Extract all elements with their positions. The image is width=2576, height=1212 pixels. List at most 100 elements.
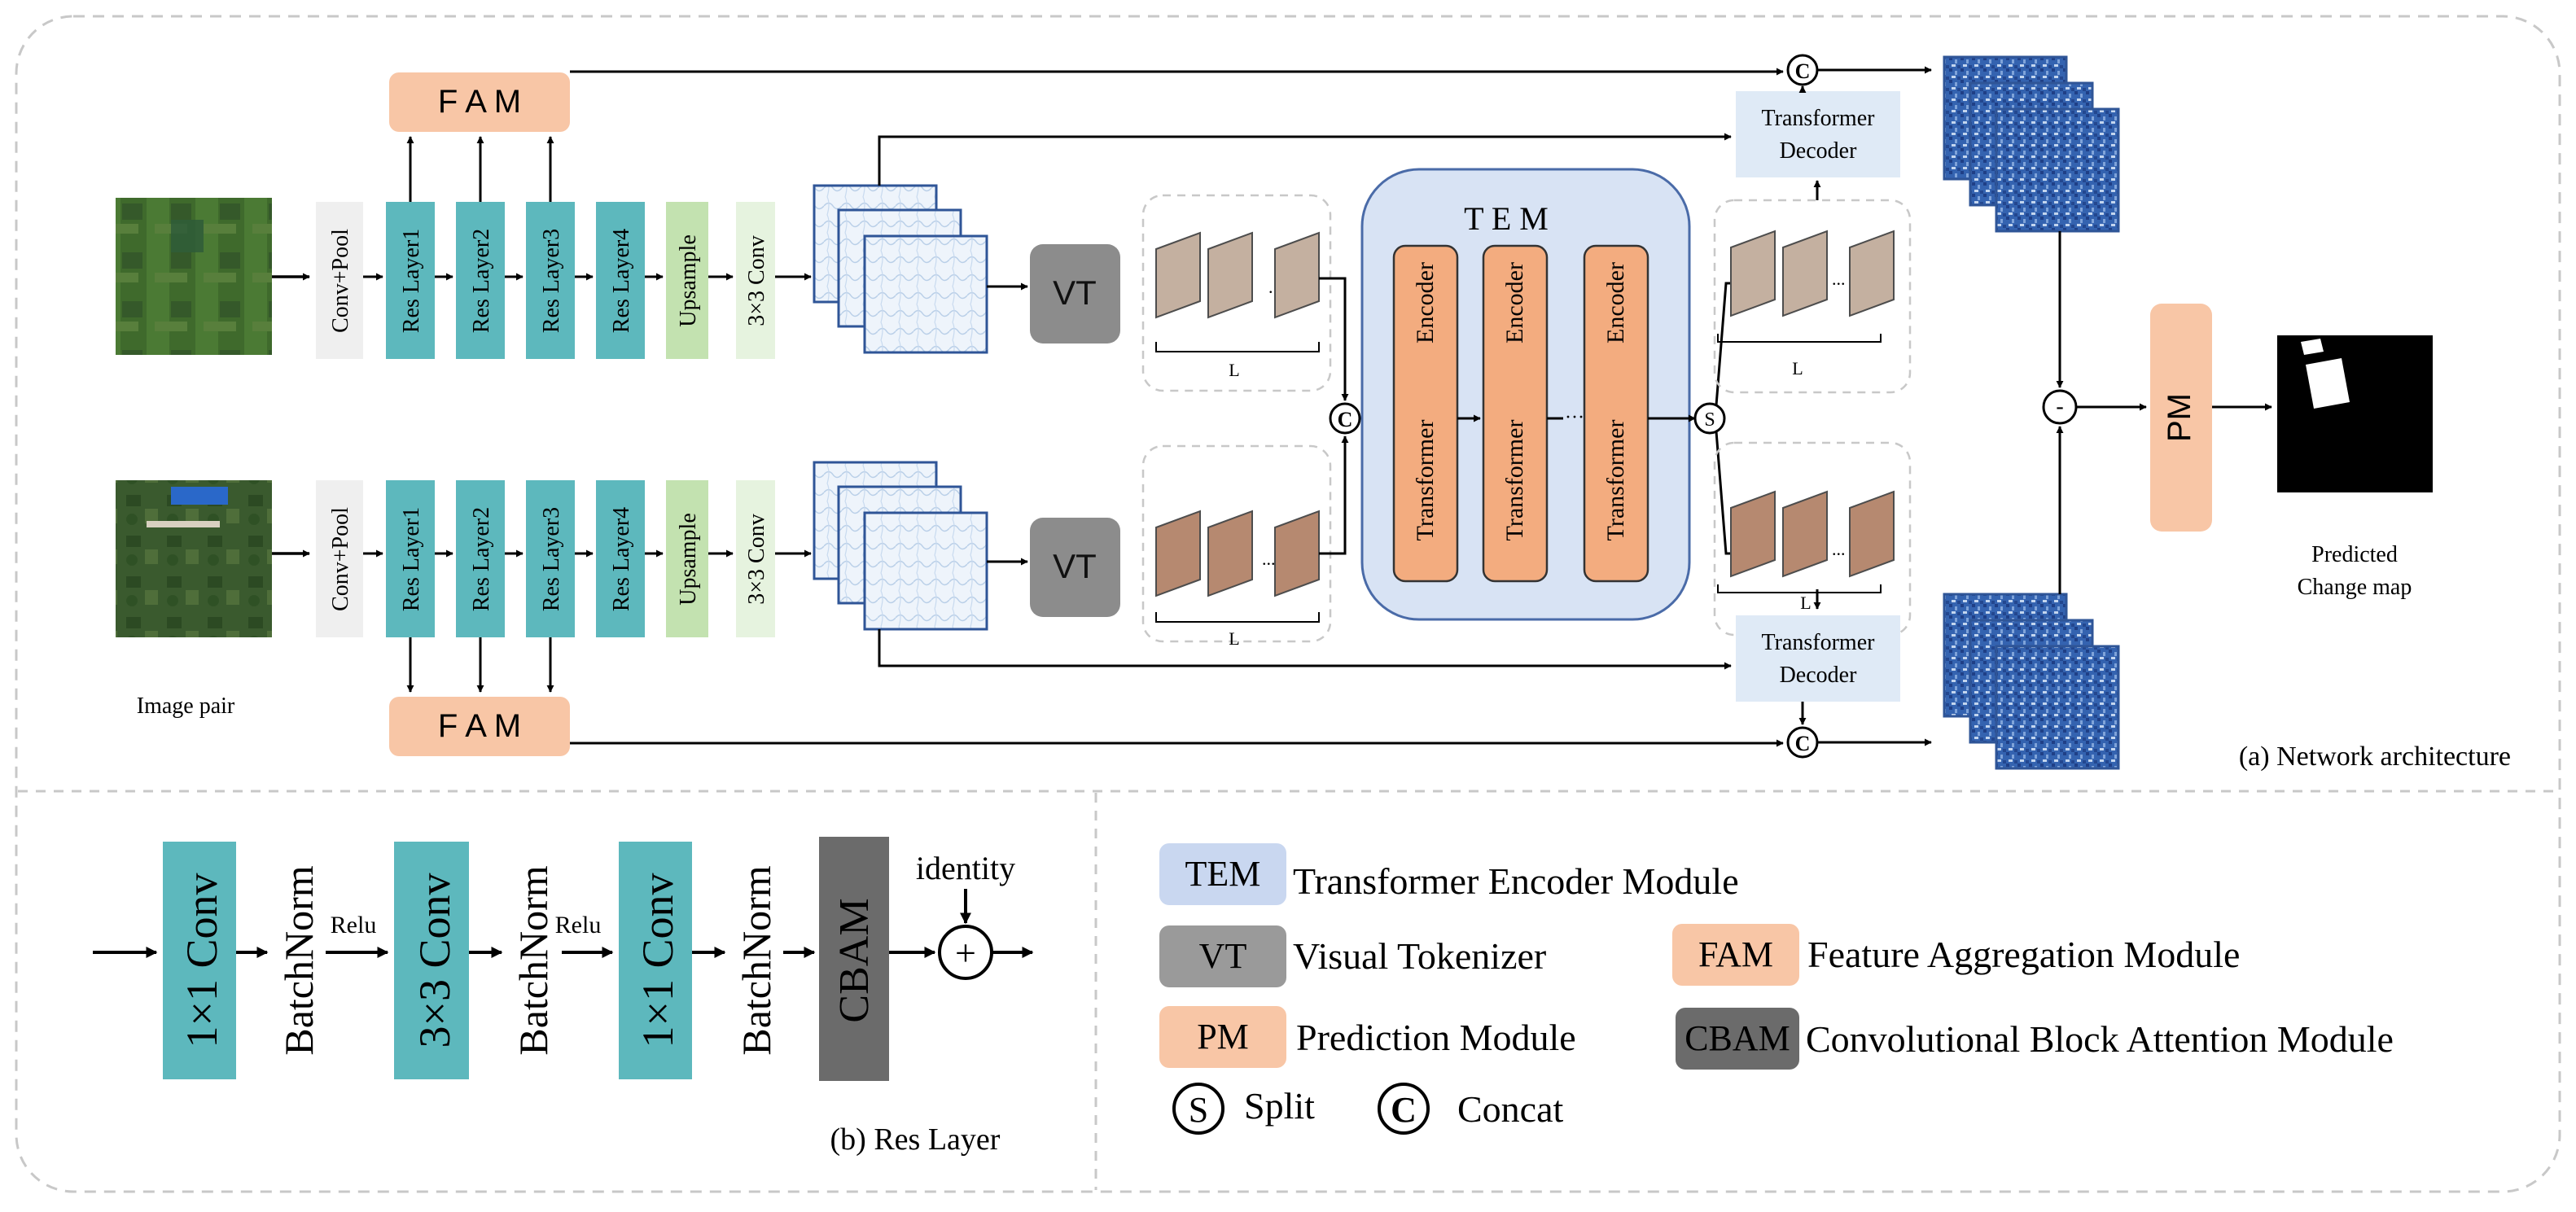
token-length-label: L bbox=[1229, 628, 1239, 649]
difference-op: - bbox=[2042, 389, 2078, 425]
res-layer4-label: Res Layer4 bbox=[609, 507, 634, 611]
res-cbam-label: CBAM bbox=[831, 898, 878, 1022]
vt-bottom-label: VT bbox=[1053, 547, 1097, 585]
res-layer2-block bbox=[456, 202, 505, 359]
plus-symbol: + bbox=[955, 932, 976, 974]
legend-tem-text: Transformer Encoder Module bbox=[1293, 860, 1739, 902]
output-maps-bottom bbox=[1943, 593, 2120, 770]
network-caption: (a) Network architecture bbox=[2239, 742, 2511, 772]
legend-concat: C Concat bbox=[1378, 1083, 1564, 1135]
split-symbol: S bbox=[1704, 409, 1715, 431]
vt-top-label: VT bbox=[1053, 273, 1097, 312]
res-layer-detail: 1×1 Conv BatchNorm Relu 3×3 Conv BatchNo… bbox=[93, 837, 1034, 1157]
res-identity-label: identity bbox=[916, 850, 1015, 886]
tem-module: T E M Encoder Transformer Encoder Transf… bbox=[1360, 168, 1691, 621]
output-tokens-top: ... L bbox=[1713, 199, 1912, 394]
skip-arrow bbox=[878, 133, 1732, 186]
vt-bottom: VT bbox=[1030, 518, 1120, 617]
conv-pool-label: Conv+Pool bbox=[328, 229, 353, 333]
image-pair-label: Image pair bbox=[137, 694, 235, 719]
decoder-line1: Transformer bbox=[1762, 106, 1876, 131]
decoder-line1: Transformer bbox=[1762, 630, 1876, 655]
decoder-line2: Decoder bbox=[1780, 138, 1858, 164]
transformer-encoder-block bbox=[1392, 244, 1459, 583]
legend-pm-abbr: PM bbox=[1197, 1017, 1249, 1057]
res-conv1x1-label: 1×1 Conv bbox=[177, 873, 226, 1048]
decoder-line2: Decoder bbox=[1780, 663, 1858, 688]
res-relu-label: Relu bbox=[331, 912, 377, 939]
fam-bottom-label: F A M bbox=[438, 708, 521, 744]
transformer-label: Transformer bbox=[1501, 420, 1528, 541]
concat-symbol: C bbox=[1795, 732, 1811, 755]
res-layer4-block bbox=[596, 480, 645, 637]
encoder-ellipsis: ··· bbox=[1565, 407, 1584, 428]
pm-label: PM bbox=[2162, 393, 2197, 442]
conv-pool-block bbox=[316, 480, 363, 637]
legend-pm: PM Prediction Module bbox=[1159, 1006, 1576, 1068]
res-layer3-block bbox=[526, 202, 575, 359]
legend-split-symbol: S bbox=[1189, 1090, 1208, 1130]
res-conv1x1-block-2 bbox=[619, 842, 692, 1079]
res-batchnorm-label: BatchNorm bbox=[276, 865, 322, 1055]
legend-fam-text: Feature Aggregation Module bbox=[1807, 934, 2240, 975]
token-length-label: L bbox=[1800, 593, 1811, 613]
legend-split: S Split bbox=[1172, 1083, 1315, 1135]
legend: TEM Transformer Encoder Module VT Visual… bbox=[1159, 843, 2394, 1135]
output-tokens-bottom: ... L bbox=[1713, 441, 1912, 637]
legend-pm-text: Prediction Module bbox=[1296, 1017, 1576, 1058]
upsample-label: Upsample bbox=[676, 234, 701, 327]
legend-concat-symbol: C bbox=[1391, 1090, 1417, 1130]
outer-frame bbox=[15, 15, 2561, 1193]
feature-maps-top bbox=[813, 184, 988, 354]
legend-cbam: CBAM Convolutional Block Attention Modul… bbox=[1676, 1008, 2394, 1070]
res-layer4-label: Res Layer4 bbox=[609, 229, 634, 333]
token-ellipsis: ... bbox=[1832, 539, 1846, 559]
legend-cbam-text: Convolutional Block Attention Module bbox=[1806, 1018, 2394, 1060]
res-layer4-block bbox=[596, 202, 645, 359]
res-layer1-label: Res Layer1 bbox=[399, 229, 424, 333]
encoder-label: Encoder bbox=[1412, 262, 1439, 343]
token-length-label: L bbox=[1792, 358, 1803, 378]
feature-maps-bottom bbox=[813, 461, 988, 631]
tokens-bottom: ... L bbox=[1141, 444, 1332, 649]
res-batchnorm-label: BatchNorm bbox=[510, 865, 556, 1055]
legend-tem: TEM Transformer Encoder Module bbox=[1159, 843, 1739, 905]
legend-concat-text: Concat bbox=[1457, 1088, 1564, 1130]
res-batchnorm-label: BatchNorm bbox=[734, 865, 779, 1055]
concat-op-bottom: C bbox=[1786, 726, 1819, 759]
res-layer3-label: Res Layer3 bbox=[539, 507, 564, 611]
res-conv3x3-block bbox=[394, 842, 469, 1079]
res-relu-label: Relu bbox=[555, 912, 602, 939]
minus-symbol: - bbox=[2056, 394, 2063, 419]
upsample-block bbox=[666, 480, 708, 637]
legend-vt: VT Visual Tokenizer bbox=[1159, 925, 1546, 987]
concat-symbol: C bbox=[1795, 59, 1811, 83]
tokens-top: ... L bbox=[1141, 194, 1332, 392]
res-layer1-block bbox=[386, 202, 435, 359]
output-maps-top bbox=[1943, 55, 2120, 233]
predicted-label-line1: Predicted bbox=[2311, 542, 2398, 567]
transformer-encoder-block bbox=[1482, 244, 1549, 583]
fam-top: F A M bbox=[389, 72, 570, 132]
res-layer3-block bbox=[526, 480, 575, 637]
concat-op-tem: C bbox=[1329, 402, 1361, 435]
split-op: S bbox=[1693, 402, 1726, 435]
concat-op-top: C bbox=[1786, 54, 1819, 86]
conv-pool-block bbox=[316, 202, 363, 359]
legend-fam-abbr: FAM bbox=[1698, 934, 1773, 974]
legend-tem-abbr: TEM bbox=[1185, 854, 1261, 894]
transformer-decoder-bottom: Transformer Decoder bbox=[1736, 615, 1900, 702]
res-layer2-label: Res Layer2 bbox=[469, 507, 494, 611]
concat-symbol: C bbox=[1338, 408, 1353, 431]
res-conv1x1-block bbox=[163, 842, 236, 1079]
conv-pool-label: Conv+Pool bbox=[328, 507, 353, 611]
legend-cbam-abbr: CBAM bbox=[1684, 1018, 1790, 1058]
encoder-label: Encoder bbox=[1602, 262, 1629, 343]
token-ellipsis: ... bbox=[1262, 549, 1276, 569]
res-layer2-label: Res Layer2 bbox=[469, 229, 494, 333]
flow-arrow bbox=[1319, 277, 1349, 401]
transformer-label: Transformer bbox=[1412, 420, 1439, 541]
token-ellipsis: ... bbox=[1832, 269, 1846, 289]
res-conv3x3-label: 3×3 Conv bbox=[410, 873, 459, 1048]
